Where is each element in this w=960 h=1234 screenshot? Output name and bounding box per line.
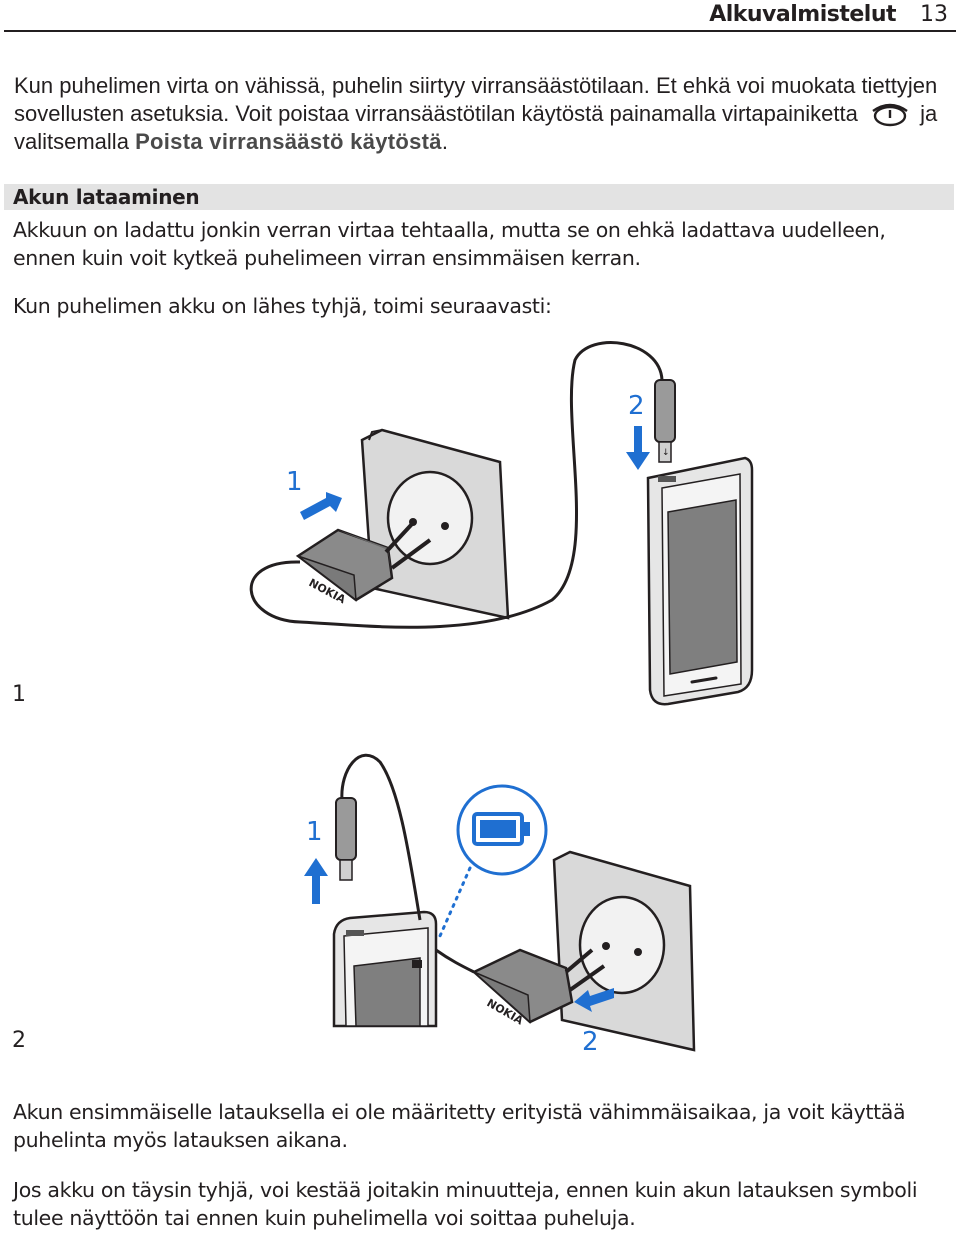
charging-cable — [249, 341, 664, 629]
paragraph-empty-battery: Jos akku on täysin tyhjä, voi kestää joi… — [13, 1178, 918, 1230]
intro-text-end: . — [441, 129, 448, 154]
connect-arrow — [626, 426, 650, 470]
charging-cable — [435, 948, 475, 974]
battery-charging-icon — [438, 784, 548, 938]
page-number: 13 — [920, 2, 948, 27]
power-key-icon — [872, 103, 908, 127]
section-band — [4, 184, 954, 210]
figure-label: 2 — [628, 391, 645, 421]
wall-socket — [552, 850, 696, 1052]
paragraph-factory-charge: Akkuun on ladattu jonkin verran virtaa t… — [13, 218, 886, 270]
intro-text-middle: ja valitsemalla — [14, 101, 938, 154]
paragraph-charging-time: Akun ensimmäiselle latauksella ei ole mä… — [13, 1100, 906, 1152]
paragraph-battery-low: Kun puhelimen akku on lähes tyhjä, toimi… — [13, 294, 552, 318]
step-number-1: 1 — [12, 682, 26, 707]
insert-arrow — [300, 492, 342, 520]
illustration-step-1: NOKIA ↓ 1 2 — [249, 341, 754, 706]
intro-text: Kun puhelimen virta on vähissä, puhelin … — [14, 73, 938, 126]
step-number-2: 2 — [12, 1028, 26, 1053]
phone — [646, 456, 754, 706]
usb-connector — [335, 797, 357, 881]
figure-label: 1 — [286, 467, 303, 497]
page-header-title: Alkuvalmistelut — [709, 2, 896, 27]
phone — [332, 910, 438, 1028]
figure-label: 1 — [306, 817, 323, 847]
illustration-step-2: NOKIA 1 2 — [304, 753, 696, 1057]
unplug-arrow — [574, 988, 614, 1012]
figure-label: 2 — [582, 1027, 599, 1057]
section-title: Akun lataaminen — [13, 185, 200, 209]
usb-connector: ↓ — [654, 379, 676, 463]
header-divider — [4, 30, 956, 32]
ui-option-name: Poista virransäästö käytöstä — [135, 129, 442, 154]
svg-text:↓: ↓ — [662, 448, 670, 458]
disconnect-arrow — [304, 858, 328, 904]
wall-socket — [360, 428, 510, 620]
intro-paragraph: Kun puhelimen virta on vähissä, puhelin … — [14, 72, 954, 156]
